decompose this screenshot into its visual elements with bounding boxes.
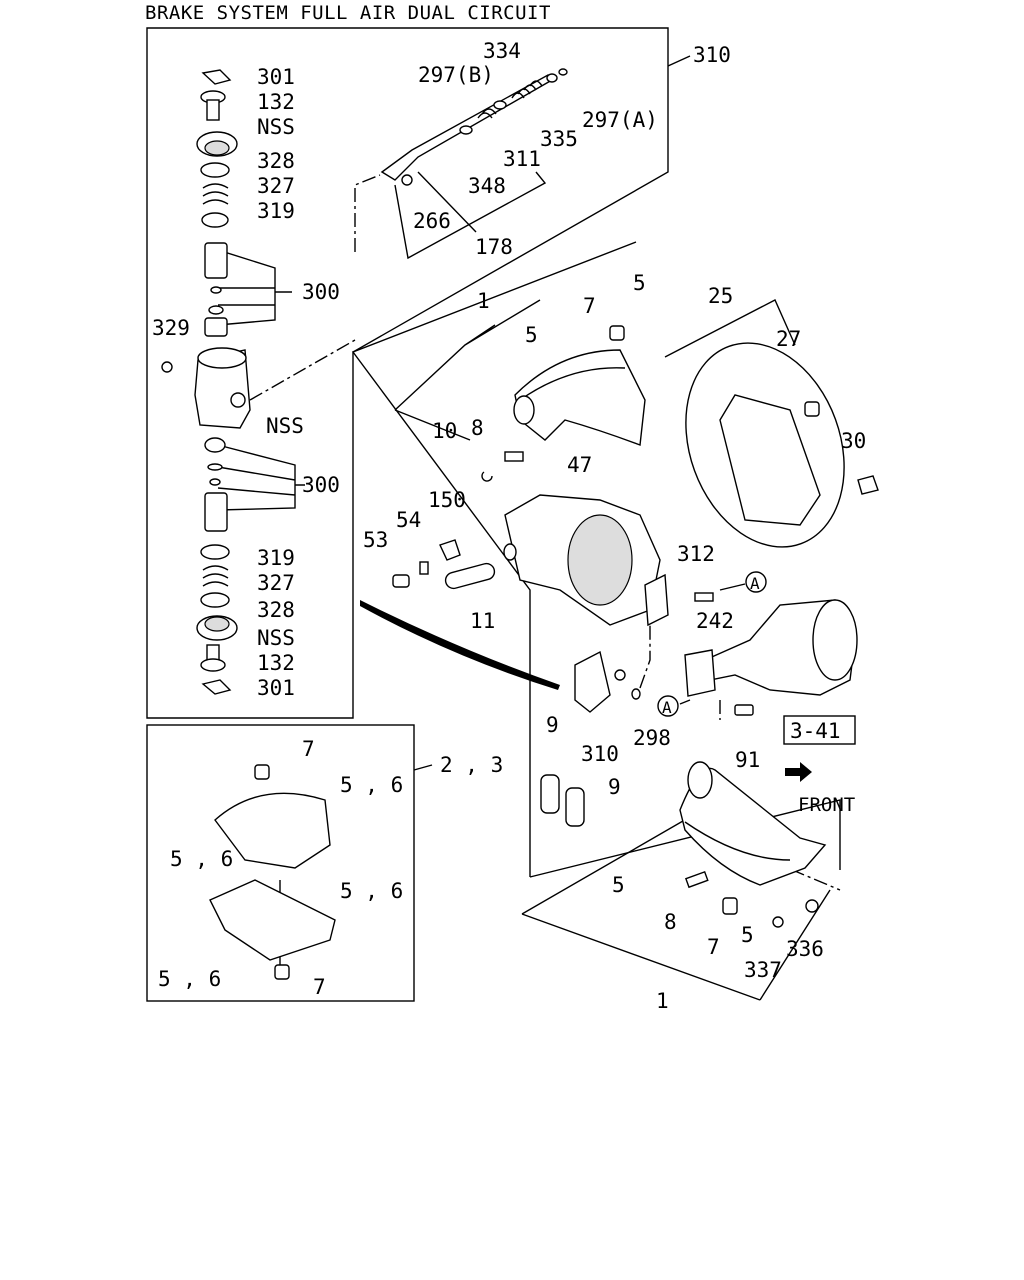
callout-11: 11 — [470, 609, 495, 633]
callout-5-6: 5 , 6 — [340, 773, 403, 797]
callout-8: 8 — [664, 910, 677, 934]
callout-labels: 301 132 NSS 328 327 319 300 329 NSS 300 … — [152, 39, 866, 1013]
reference-markers: A A — [657, 571, 767, 717]
reference-box: 3-41 — [783, 715, 856, 745]
callout-328: 328 — [257, 149, 295, 173]
adjuster-stack-lower — [196, 437, 238, 695]
callout-5-6: 5 , 6 — [170, 847, 233, 871]
front-label: FRONT — [798, 794, 855, 816]
callout-9: 9 — [608, 775, 621, 799]
callout-91: 91 — [735, 748, 760, 772]
callout-336: 336 — [786, 937, 824, 961]
page-title: BRAKE SYSTEM FULL AIR DUAL CIRCUIT — [145, 2, 551, 24]
callout-7: 7 — [313, 975, 326, 999]
callout-5: 5 — [612, 873, 625, 897]
callout-9: 9 — [546, 713, 559, 737]
callout-53: 53 — [363, 528, 388, 552]
callout-242: 242 — [696, 609, 734, 633]
callout-5-6: 5 , 6 — [158, 967, 221, 991]
callout-27: 27 — [776, 327, 801, 351]
callout-301: 301 — [257, 65, 295, 89]
callout-25: 25 — [708, 284, 733, 308]
callout-301: 301 — [257, 676, 295, 700]
callout-311: 311 — [503, 147, 541, 171]
chamber-body — [161, 347, 251, 429]
brake-chamber — [684, 592, 858, 716]
callout-nss: NSS — [257, 115, 295, 139]
callout-132: 132 — [257, 90, 295, 114]
callout-5: 5 — [525, 323, 538, 347]
callout-298: 298 — [633, 726, 671, 750]
shoe-kit — [209, 764, 336, 980]
callout-335: 335 — [540, 127, 578, 151]
callout-5-6: 5 , 6 — [340, 879, 403, 903]
callout-5: 5 — [633, 271, 646, 295]
callout-310: 310 — [581, 742, 619, 766]
callout-327: 327 — [257, 174, 295, 198]
callout-312: 312 — [677, 542, 715, 566]
callout-7: 7 — [583, 294, 596, 318]
front-arrow-icon — [785, 762, 812, 782]
slack-adjuster — [574, 650, 641, 713]
brake-shoe-upper — [481, 325, 646, 482]
callout-5: 5 — [741, 923, 754, 947]
callout-334: 334 — [483, 39, 521, 63]
callout-319: 319 — [257, 199, 295, 223]
brake-shoe-lower — [679, 761, 827, 928]
marker-a: A — [662, 698, 672, 717]
callout-7: 7 — [302, 737, 315, 761]
callout-327: 327 — [257, 571, 295, 595]
callout-47: 47 — [567, 453, 592, 477]
callout-297b: 297(B) — [418, 63, 494, 87]
callout-310: 310 — [693, 43, 731, 67]
callout-2-3: 2 , 3 — [440, 753, 503, 777]
callout-54: 54 — [396, 508, 421, 532]
callout-266: 266 — [413, 209, 451, 233]
callout-348: 348 — [468, 174, 506, 198]
callout-nss: NSS — [257, 626, 295, 650]
assembly-arrow — [360, 600, 560, 690]
callout-1: 1 — [477, 289, 490, 313]
callout-300: 300 — [302, 473, 340, 497]
callout-337: 337 — [744, 958, 782, 982]
return-springs — [540, 774, 585, 827]
callout-30: 30 — [841, 429, 866, 453]
brake-spider — [392, 494, 669, 627]
plunger-assembly — [380, 68, 568, 186]
adjuster-stack-upper — [196, 69, 238, 337]
callout-319: 319 — [257, 546, 295, 570]
callout-178: 178 — [475, 235, 513, 259]
callout-300: 300 — [302, 280, 340, 304]
callout-7: 7 — [707, 935, 720, 959]
dust-shield — [685, 342, 879, 548]
callout-150: 150 — [428, 488, 466, 512]
callout-329: 329 — [152, 316, 190, 340]
marker-a: A — [750, 574, 760, 593]
callout-297a: 297(A) — [582, 108, 658, 132]
callout-nss: NSS — [266, 414, 304, 438]
callout-8: 8 — [471, 416, 484, 440]
callout-10: 10 — [432, 419, 457, 443]
callout-132: 132 — [257, 651, 295, 675]
reference-box-label: 3-41 — [790, 719, 841, 743]
callout-328: 328 — [257, 598, 295, 622]
callout-1: 1 — [656, 989, 669, 1013]
